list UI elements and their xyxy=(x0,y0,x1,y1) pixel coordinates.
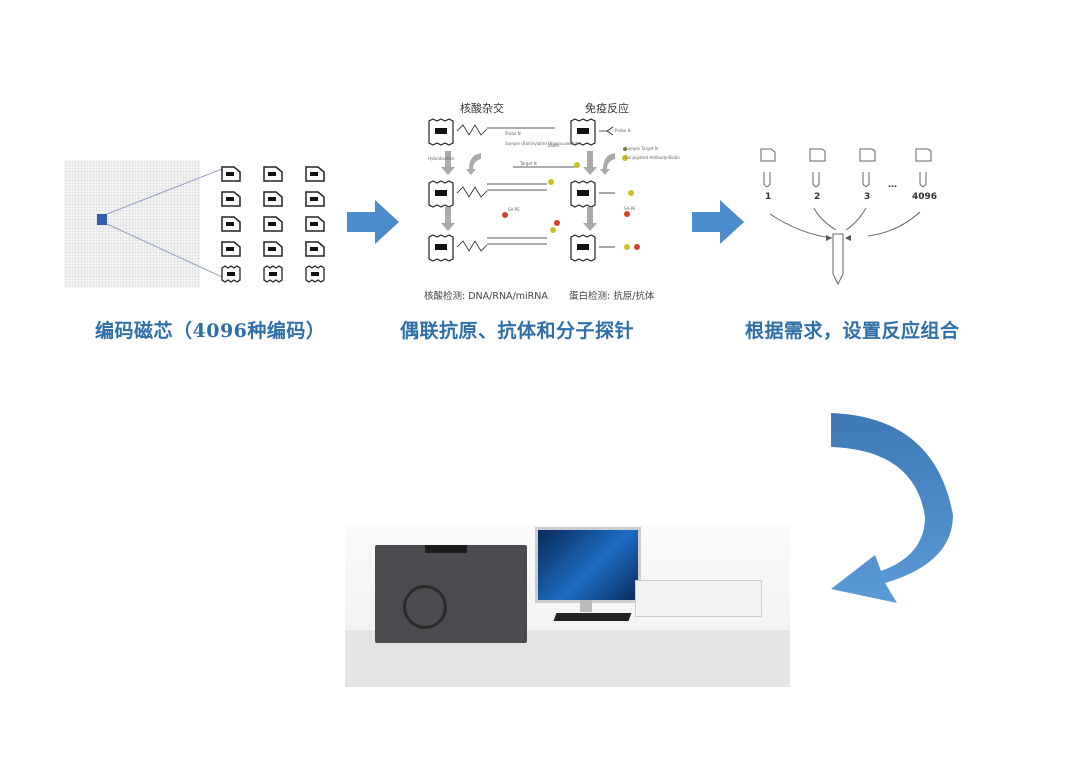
caption-coupling: 偶联抗原、抗体和分子探针 xyxy=(400,320,635,342)
right-arrow-icon xyxy=(692,200,744,244)
coded-chip-icon xyxy=(263,216,283,232)
label-biotin: Biotin xyxy=(548,143,560,148)
nucleic-acid-footer: 核酸检测: DNA/RNA/miRNA xyxy=(424,291,548,302)
label-sample-target: Sample Target N xyxy=(625,146,658,151)
coded-chip-icon xyxy=(263,241,283,257)
coded-chip-icon xyxy=(263,191,283,207)
label-conjugated: Conjugated Antibody-Biotin xyxy=(625,155,680,160)
zoom-lines xyxy=(97,168,223,278)
coded-chip-matrix xyxy=(220,165,335,290)
hybridization-title: 核酸杂交 xyxy=(460,102,504,115)
magnetic-core-grid xyxy=(64,160,200,288)
selected-core-marker xyxy=(97,214,107,225)
coded-chip-icon xyxy=(263,265,283,283)
label-target: Target N xyxy=(520,161,537,166)
coded-chip-icon xyxy=(305,265,325,283)
instrument-photo xyxy=(345,525,790,687)
caption-reaction: 根据需求，设置反应组合 xyxy=(745,320,960,342)
coded-chip-icon xyxy=(305,191,325,207)
coded-chip-icon xyxy=(221,241,241,257)
coded-chip-icon xyxy=(263,166,283,182)
controller-box xyxy=(635,580,762,617)
coded-chip-icon xyxy=(221,191,241,207)
reaction-combination-diagram xyxy=(760,148,932,285)
label-sample-oligo: Sample (Biotinylated Oligonucleotide) xyxy=(505,141,582,146)
protein-footer: 蛋白检测: 抗原/抗体 xyxy=(569,291,655,302)
coded-chip-icon xyxy=(305,216,325,232)
tube-label-4096: 4096 xyxy=(912,192,938,202)
fan-icon xyxy=(403,585,447,629)
coded-chip-icon xyxy=(221,166,241,182)
coded-chip-icon xyxy=(305,166,325,182)
tube-label-3: 3 xyxy=(864,192,871,202)
curved-return-arrow-icon xyxy=(831,413,953,603)
coded-chip-icon xyxy=(221,216,241,232)
monitor xyxy=(535,527,641,603)
keyboard xyxy=(553,613,632,621)
coded-chip-icon xyxy=(221,265,241,283)
label-sape: SA-PE xyxy=(508,207,520,212)
tube-label-1: 1 xyxy=(765,192,772,202)
label-sape-right: SA-PE xyxy=(624,206,636,211)
coupling-diagram xyxy=(428,118,640,262)
analyzer-unit xyxy=(375,545,527,643)
label-hybridization: Hybridization xyxy=(428,156,455,161)
right-arrow-icon xyxy=(347,200,399,244)
tube-label-2: 2 xyxy=(814,192,821,202)
label-probe: Probe N xyxy=(505,131,521,136)
label-probe-right: Probe N xyxy=(615,128,631,133)
tube-ellipsis: … xyxy=(888,180,897,190)
immune-reaction-title: 免疫反应 xyxy=(585,102,629,115)
caption-encoded-core: 编码磁芯（4096种编码） xyxy=(95,320,326,342)
coded-chip-icon xyxy=(305,241,325,257)
